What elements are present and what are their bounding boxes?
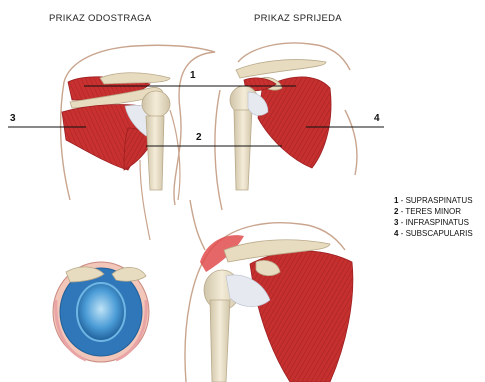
front-view-title: PRIKAZ SPRIJEDA [254,13,342,24]
glenoid-fossa [77,283,125,341]
legend-separator: - [398,229,405,238]
back-humeral-head [142,91,170,117]
back-clavicle [100,73,170,84]
callout-number-3: 3 [10,113,16,124]
legend-row: 4 - SUBSCAPULARIS [394,228,473,239]
legend: 1 - SUPRASPINATUS 2 - TERES MINOR 3 - IN… [394,195,473,239]
detail-view [185,223,353,382]
joint-cross-section [53,262,149,362]
legend-separator: - [398,218,405,227]
front-view [215,43,357,210]
legend-row: 2 - TERES MINOR [394,206,473,217]
back-view-title: PRIKAZ ODOSTRAGA [49,13,151,24]
legend-row: 1 - SUPRASPINATUS [394,195,473,206]
detail-humerus [210,300,230,382]
callout-number-2: 2 [196,132,202,143]
legend-muscle-name: SUBSCAPULARIS [406,229,473,238]
front-subscapularis [258,77,331,168]
legend-muscle-name: INFRASPINATUS [406,218,469,227]
legend-row: 3 - INFRASPINATUS [394,217,473,228]
callout-number-4: 4 [374,113,380,124]
back-humerus [146,116,164,190]
front-clavicle [236,60,326,78]
legend-muscle-name: TERES MINOR [405,207,461,216]
front-humerus [234,110,252,190]
legend-muscle-name: SUPRASPINATUS [406,196,473,205]
legend-separator: - [398,196,405,205]
callout-number-1: 1 [190,70,196,81]
